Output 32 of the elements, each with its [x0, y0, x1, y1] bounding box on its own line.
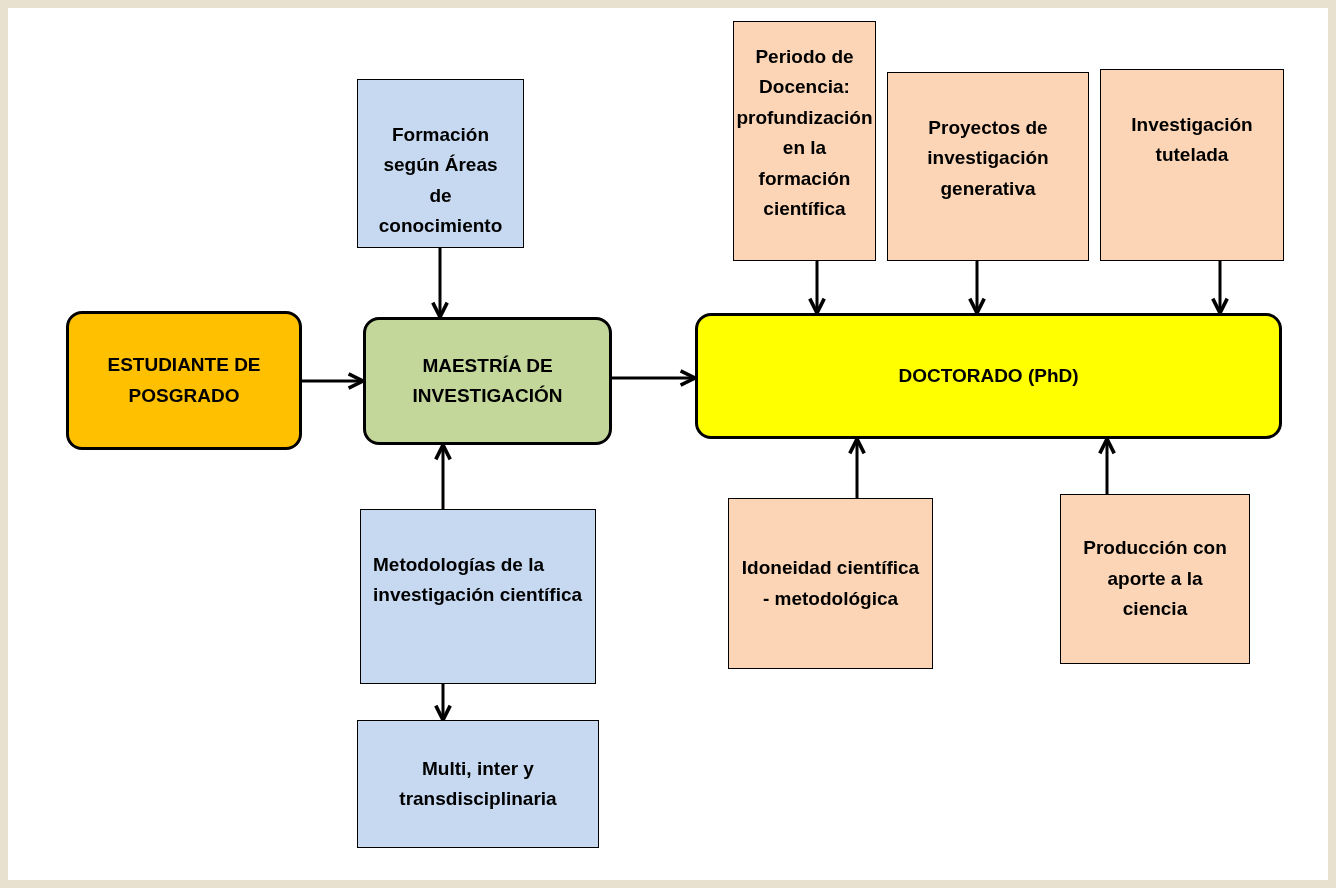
input-box — [728, 498, 933, 669]
input-box — [360, 509, 596, 684]
node-label: Multi, inter y transdisciplinaria — [398, 756, 558, 811]
output-box — [357, 720, 599, 848]
node-label: DOCTORADO (PhD) — [898, 363, 1079, 388]
process-box — [695, 313, 1282, 439]
arrow — [434, 443, 452, 509]
node-label: Proyectos de investigación generativa — [926, 116, 1050, 201]
arrow — [848, 437, 866, 498]
input-box — [1060, 494, 1250, 664]
arrow — [612, 369, 697, 387]
input-box — [1100, 69, 1284, 261]
node-label: Formación según Áreas de conocimiento — [377, 123, 504, 239]
node-label: Idoneidad científica - metodológica — [741, 556, 920, 611]
arrow — [968, 261, 986, 315]
arrow — [808, 261, 826, 315]
node-label: Investigación tutelada — [1130, 113, 1254, 168]
arrow — [1211, 261, 1229, 315]
node-label: MAESTRÍA DE INVESTIGACIÓN — [411, 353, 564, 408]
input-box — [887, 72, 1089, 261]
arrow — [434, 684, 452, 722]
node-label: Metodologías de la investigación científica — [373, 553, 583, 608]
arrow — [431, 248, 449, 319]
node-label: Producción con aporte a la ciencia — [1082, 536, 1228, 622]
input-box — [357, 79, 524, 248]
start-box — [66, 311, 302, 450]
process-box — [363, 317, 612, 445]
arrow — [1098, 437, 1116, 494]
arrow — [302, 372, 365, 390]
node-label: ESTUDIANTE DE POSGRADO — [106, 353, 262, 408]
input-box — [733, 21, 876, 261]
node-label: Periodo de Docencia: profundización en la formación científica — [736, 45, 873, 221]
